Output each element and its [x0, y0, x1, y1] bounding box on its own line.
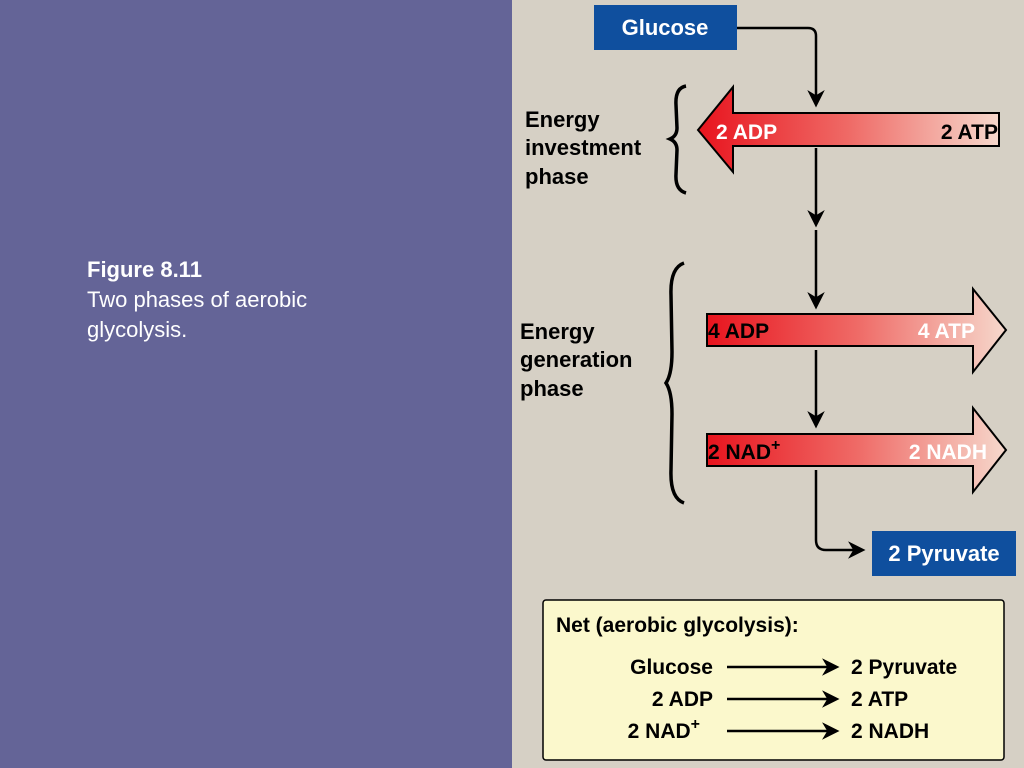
- net-title: Net (aerobic glycolysis):: [556, 614, 799, 637]
- investment-label-line3: phase: [525, 164, 589, 189]
- generation-nadh-label: 2 NADH: [909, 441, 987, 464]
- pyruvate-label: 2 Pyruvate: [888, 541, 999, 566]
- generation-label-line1: Energy: [520, 319, 595, 344]
- investment-brace: [665, 84, 687, 195]
- generation-atp-arrow: 4 ADP 4 ATP: [706, 286, 1008, 375]
- generation-nadh-arrow: 2 NAD+ 2 NADH: [706, 405, 1008, 495]
- glucose-label: Glucose: [622, 15, 709, 40]
- generation-adp-label: 4 ADP: [708, 320, 769, 343]
- net-row-right: 2 NADH: [851, 720, 929, 743]
- flow-arrow-pyruvate: [814, 470, 866, 559]
- generation-atp-label: 4 ATP: [918, 320, 975, 343]
- glucose-box: Glucose: [594, 5, 737, 50]
- investment-arrow: 2 ADP 2 ATP: [696, 84, 1000, 175]
- generation-label-line2: generation: [520, 347, 632, 372]
- investment-atp-label: 2 ATP: [941, 121, 998, 144]
- net-summary-box: Net (aerobic glycolysis): Glucose 2 Pyru…: [542, 599, 1005, 761]
- pyruvate-box: 2 Pyruvate: [872, 531, 1016, 576]
- figure-description: Two phases of aerobic glycolysis.: [87, 287, 308, 342]
- generation-label-line3: phase: [520, 376, 584, 401]
- generation-nad-label: 2 NAD+: [708, 437, 780, 464]
- figure-caption: Figure 8.11 Two phases of aerobic glycol…: [87, 255, 387, 345]
- investment-adp-label: 2 ADP: [716, 121, 777, 144]
- investment-label-line2: investment: [525, 135, 642, 160]
- investment-label-line1: Energy: [525, 107, 600, 132]
- net-row-right: 2 ATP: [851, 688, 908, 711]
- generation-brace: [663, 261, 685, 505]
- flow-arrow-glucose: [737, 26, 825, 108]
- net-row-left: Glucose: [630, 656, 713, 679]
- net-row-right: 2 Pyruvate: [851, 656, 957, 679]
- net-row-left: 2 NAD+: [628, 716, 700, 743]
- left-panel: Figure 8.11 Two phases of aerobic glycol…: [0, 0, 512, 768]
- net-row-left: 2 ADP: [652, 688, 713, 711]
- figure-title: Figure 8.11: [87, 257, 202, 282]
